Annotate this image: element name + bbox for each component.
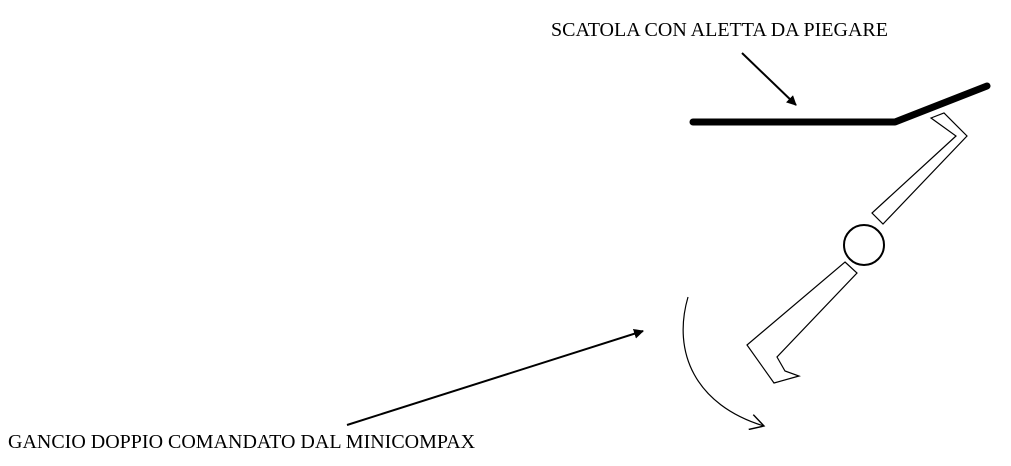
box-flap-label: SCATOLA CON ALETTA DA PIEGARE [551, 19, 888, 41]
pivot-circle [843, 224, 885, 266]
hook-label-arrow [346, 328, 644, 426]
rotation-arrow [682, 296, 764, 426]
double-hook-label: GANCIO DOPPIO COMANDATO DAL MINICOMPAX [8, 431, 476, 453]
box-label-arrow [741, 52, 797, 106]
double-hook-lower-arm [746, 261, 858, 384]
double-hook-upper-arm [871, 112, 968, 225]
box-flap-shape [689, 82, 991, 126]
